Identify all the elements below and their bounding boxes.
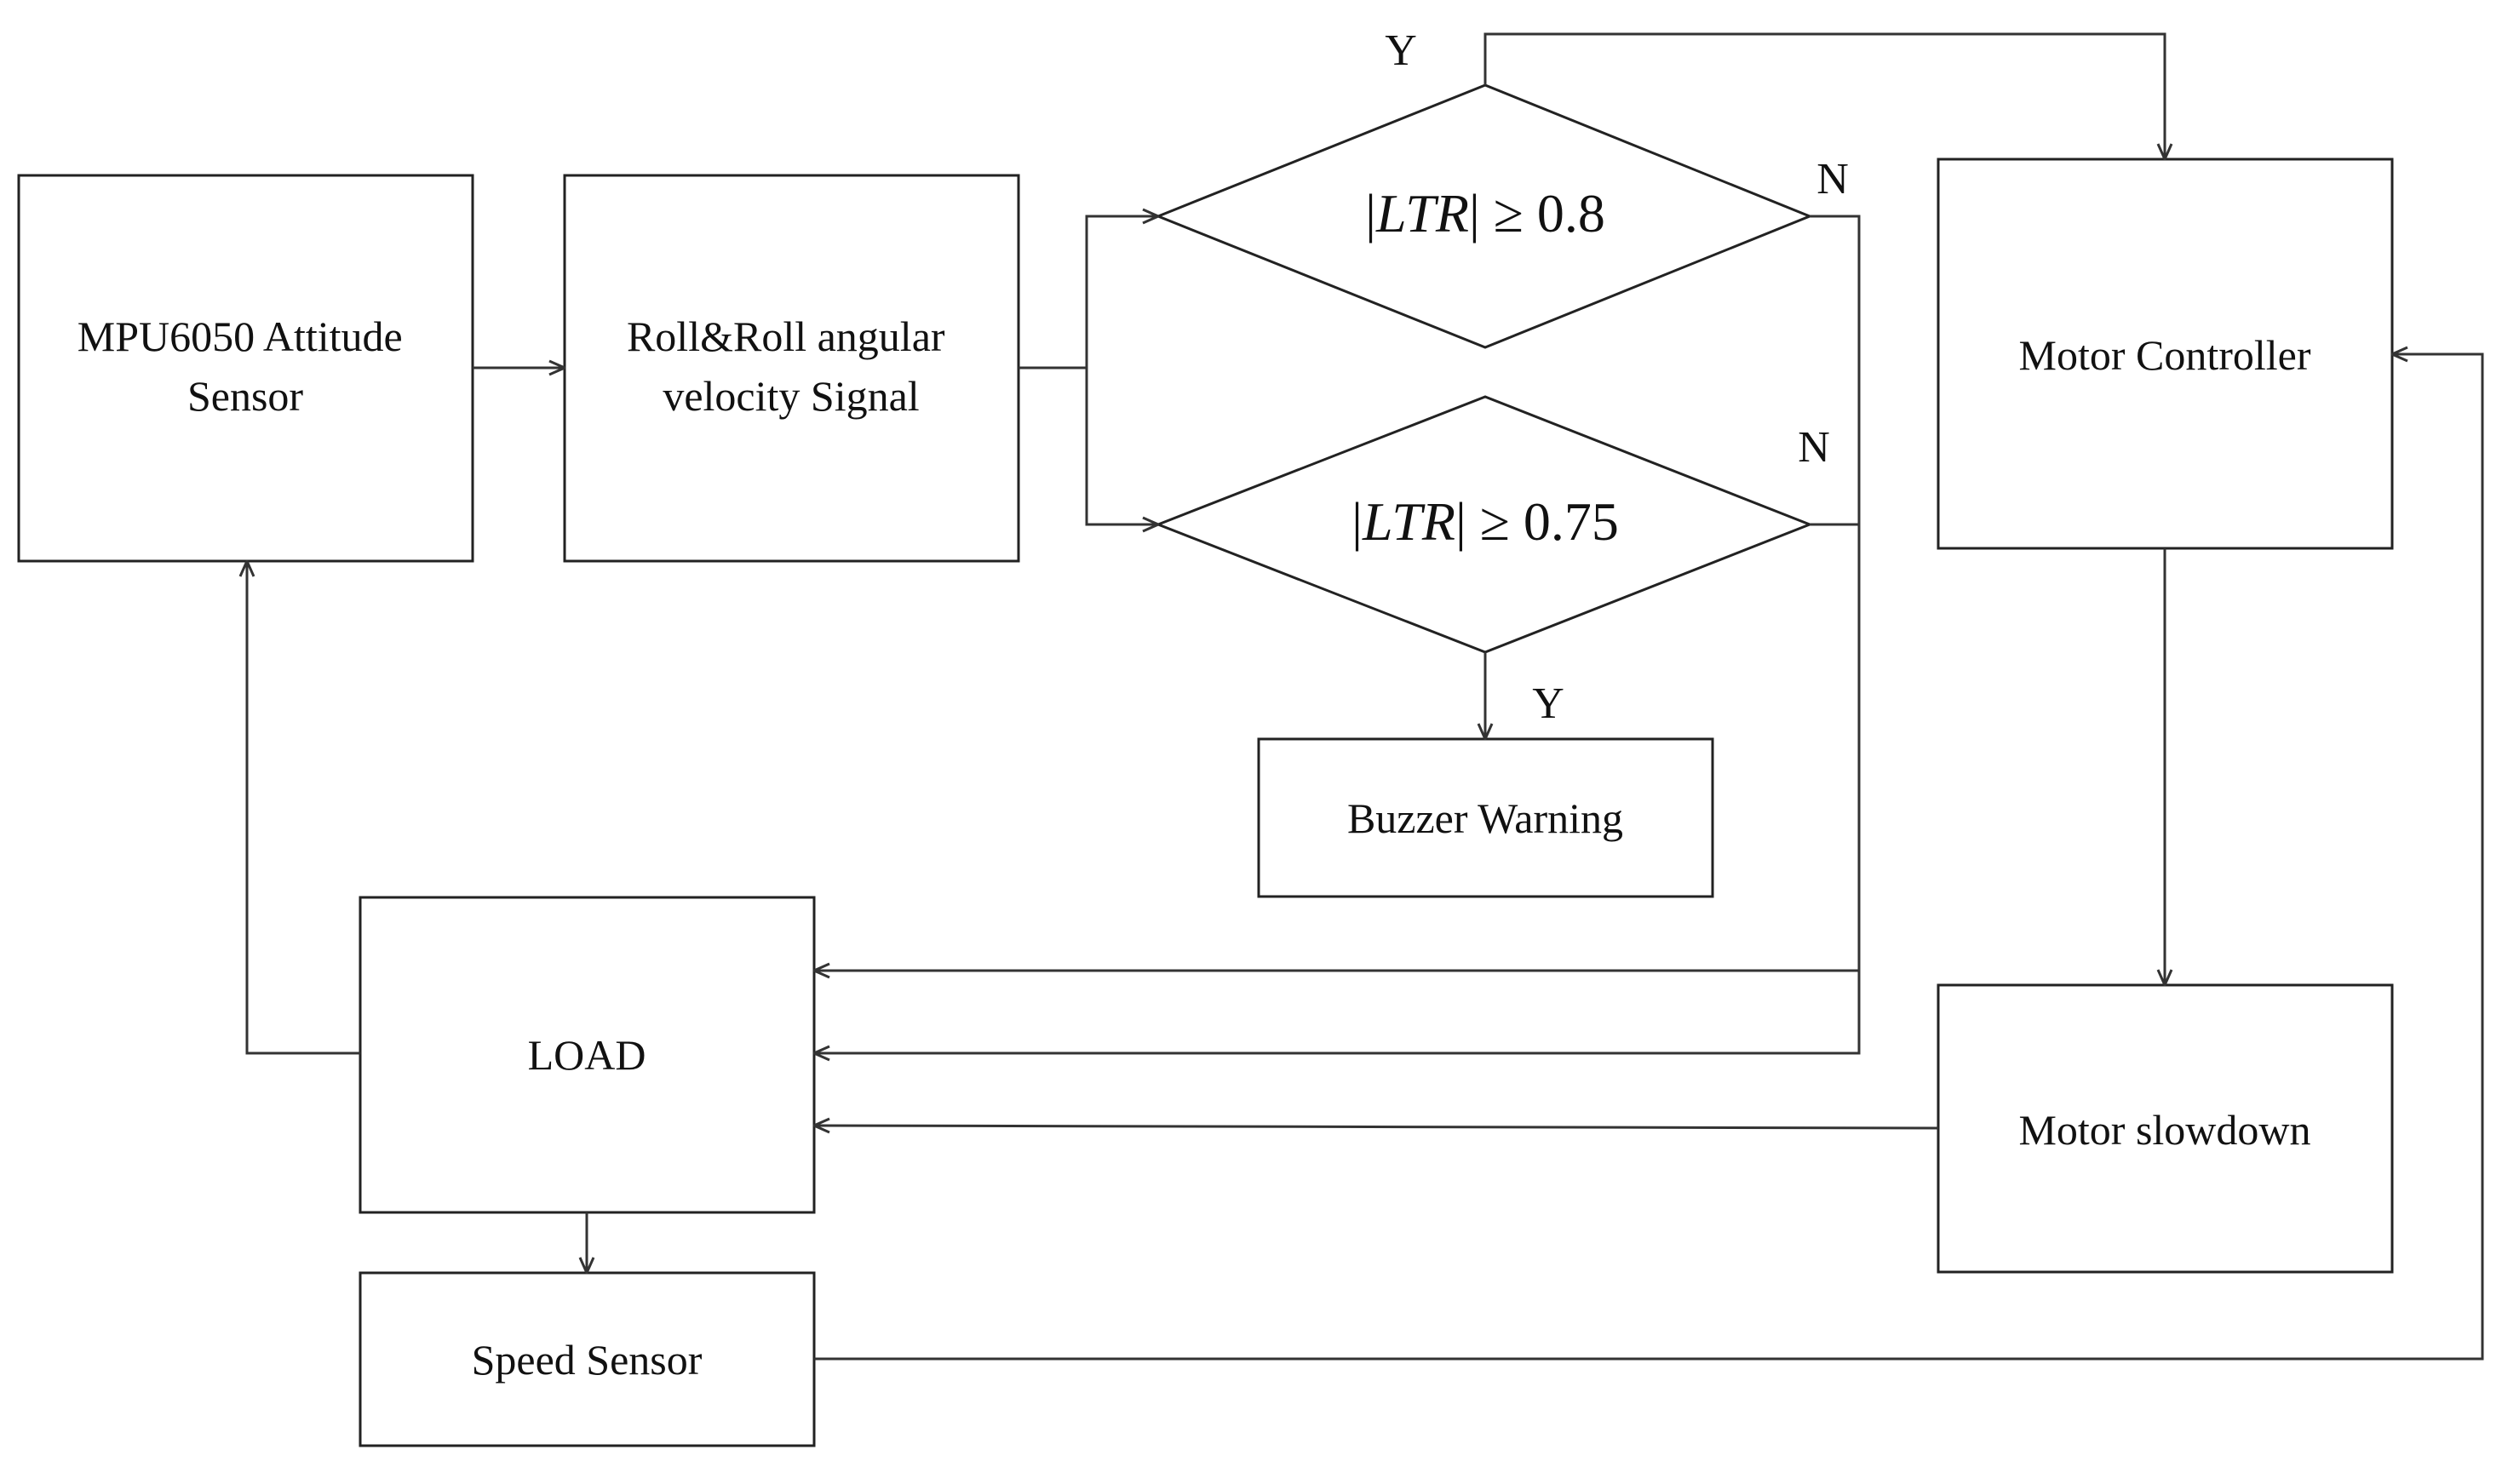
motor-controller-label: Motor Controller bbox=[2018, 331, 2310, 379]
mpu6050-label-line2: Sensor bbox=[187, 372, 303, 420]
ltr-mid-threshold: 0.75 bbox=[1524, 491, 1619, 552]
svg-text:|LTR| ≥ 0.8: |LTR| ≥ 0.8 bbox=[1365, 183, 1605, 244]
ltr-mid-operator: ≥ bbox=[1480, 491, 1510, 552]
motor-slowdown-label: Motor slowdown bbox=[2018, 1106, 2310, 1154]
buzzer-warning-block: Buzzer Warning bbox=[1257, 737, 1714, 898]
motor-controller-block: Motor Controller bbox=[1937, 158, 2394, 550]
roll-signal-block: Roll&Roll angular velocity Signal bbox=[563, 174, 1020, 563]
ltr-mid-variable: LTR bbox=[1362, 491, 1455, 552]
ltr-high-threshold: 0.8 bbox=[1537, 183, 1605, 244]
ltr-high-variable: LTR bbox=[1375, 183, 1469, 244]
mpu6050-sensor-block: MPU6050 Attitude Sensor bbox=[17, 174, 474, 563]
roll-to-ltr-mid-arrow bbox=[1085, 368, 1158, 524]
mpu6050-label-line1: MPU6050 Attitude bbox=[77, 312, 403, 360]
buzzer-warning-label: Buzzer Warning bbox=[1347, 794, 1623, 842]
speed-sensor-block: Speed Sensor bbox=[359, 1271, 816, 1447]
speed-sensor-label: Speed Sensor bbox=[472, 1336, 703, 1384]
ltr-high-decision: |LTR| ≥ 0.8 bbox=[1154, 83, 1814, 349]
load-to-mpu-arrow bbox=[247, 561, 360, 1055]
load-block: LOAD bbox=[359, 896, 816, 1214]
load-label: LOAD bbox=[528, 1031, 646, 1079]
ltr-mid-yes-label: Y bbox=[1532, 679, 1564, 728]
roll-signal-label-line2: velocity Signal bbox=[663, 372, 919, 420]
svg-text:MPU6050 Attitude Sensor: MPU6050 Attitude Sensor bbox=[77, 312, 413, 420]
slowdown-to-load-arrow bbox=[814, 1126, 1939, 1128]
ltr-mid-no-label: N bbox=[1798, 423, 1830, 472]
svg-text:|LTR| ≥ 0.75: |LTR| ≥ 0.75 bbox=[1351, 491, 1619, 552]
speed-sensor-to-motor-controller-arrow bbox=[814, 354, 2484, 1361]
ltr-high-yes-label: Y bbox=[1385, 26, 1417, 75]
ltr-high-operator: ≥ bbox=[1494, 183, 1524, 244]
motor-slowdown-block: Motor slowdown bbox=[1937, 983, 2394, 1274]
ltr-high-yes-to-motor-controller-arrow bbox=[1483, 32, 2165, 159]
roll-signal-label-line1: Roll&Roll angular bbox=[627, 312, 945, 360]
svg-text:Roll&Roll angular veloci: Roll&Roll angular velocity Signal bbox=[627, 312, 955, 420]
roll-to-ltr-high-arrow bbox=[1019, 216, 1158, 370]
ltr-mid-no-to-load-arrow bbox=[814, 523, 1861, 1053]
ltr-mid-decision: |LTR| ≥ 0.75 bbox=[1154, 395, 1814, 654]
ltr-high-no-label: N bbox=[1816, 155, 1849, 203]
